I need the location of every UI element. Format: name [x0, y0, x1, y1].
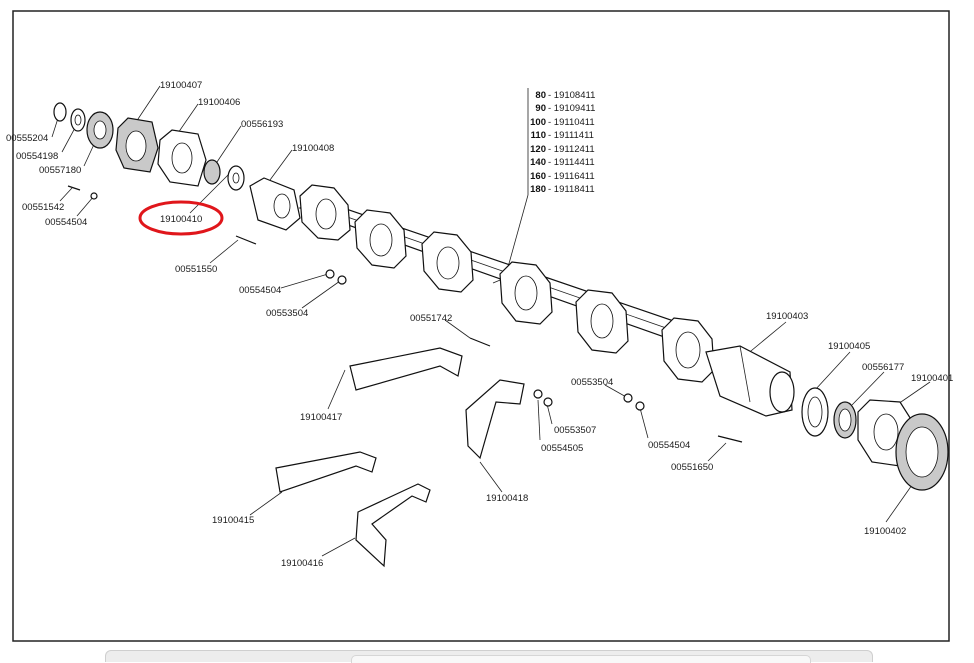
left-flange-hub	[249, 177, 301, 231]
part-label-00554504: 00554504	[239, 285, 281, 296]
washer	[70, 108, 86, 132]
horizontal-scrollbar[interactable]	[105, 650, 873, 663]
size-value: 140	[530, 157, 546, 168]
bearing-housing-left	[157, 129, 207, 187]
part-labels: 00555204 00554198 00557180 00551542 0055…	[6, 80, 953, 569]
part-label-00556193: 00556193	[241, 119, 283, 130]
oil-seal	[833, 401, 857, 439]
scrollbar-thumb[interactable]	[351, 655, 811, 663]
size-code: - 19108411	[548, 90, 595, 101]
shaft-flange	[575, 289, 629, 354]
diagram-frame	[12, 10, 950, 642]
part-label-00553504: 00553504	[571, 377, 613, 388]
bolts-left	[67, 185, 347, 285]
part-label-19100401: 19100401	[911, 373, 953, 384]
shaft-flange	[299, 184, 351, 241]
shaft-flange	[499, 261, 553, 325]
part-label-00553507: 00553507	[554, 425, 596, 436]
size-code: - 19112411	[548, 144, 595, 155]
part-label-00551542: 00551542	[22, 202, 64, 213]
blade-19100418	[465, 379, 525, 460]
part-label-00555204: 00555204	[6, 133, 48, 144]
part-label-00551550: 00551550	[175, 264, 217, 275]
part-label-00551650: 00551650	[671, 462, 713, 473]
spacer-washer	[227, 165, 245, 191]
bearing-ring	[203, 159, 221, 185]
blade-19100415	[275, 451, 377, 493]
size-code: - 19116411	[548, 171, 595, 182]
part-label-00556177: 00556177	[862, 362, 904, 373]
gasket-right	[895, 413, 949, 491]
part-label-19100406: 19100406	[198, 97, 240, 108]
drive-hub	[705, 345, 795, 417]
size-value: 110	[531, 130, 546, 141]
bolts-center	[469, 337, 743, 443]
bearing-left	[86, 111, 114, 149]
part-label-19100405: 19100405	[828, 341, 870, 352]
highlight-circle	[138, 200, 224, 236]
part-label-19100408: 19100408	[292, 143, 334, 154]
part-label-19100415: 19100415	[212, 515, 254, 526]
part-label-19100407: 19100407	[160, 80, 202, 91]
size-value: 180	[530, 184, 546, 195]
size-code: - 19111411	[548, 130, 594, 141]
size-code: - 19118411	[548, 184, 595, 195]
part-label-00554198: 00554198	[16, 151, 58, 162]
part-label-00554504: 00554504	[45, 217, 87, 228]
size-value: 120	[530, 144, 546, 155]
part-label-19100403: 19100403	[766, 311, 808, 322]
shaft-flange	[421, 231, 474, 293]
size-table: 80 - 19108411 90 - 19109411 100 - 191104…	[530, 90, 595, 195]
part-label-00553504: 00553504	[266, 308, 308, 319]
size-code: - 19114411	[548, 157, 595, 168]
size-value: 90	[535, 103, 546, 114]
circlip	[53, 102, 67, 122]
blade-19100417	[349, 347, 463, 391]
blade-19100416	[355, 483, 431, 568]
part-label-19100402: 19100402	[864, 526, 906, 537]
shaft-flange	[661, 317, 715, 383]
part-label-19100418: 19100418	[486, 493, 528, 504]
part-label-19100410: 19100410	[160, 214, 202, 225]
size-code: - 19109411	[548, 103, 595, 114]
size-value: 160	[530, 171, 546, 182]
shaft-flange	[354, 209, 407, 269]
size-value: 100	[530, 117, 546, 128]
part-label-00551742: 00551742	[410, 313, 452, 324]
part-label-00557180: 00557180	[39, 165, 81, 176]
size-value: 80	[535, 90, 546, 101]
part-label-00554504: 00554504	[648, 440, 690, 451]
gasket-left	[115, 117, 159, 173]
size-code: - 19110411	[548, 117, 595, 128]
part-label-19100417: 19100417	[300, 412, 342, 423]
part-label-00554505: 00554505	[541, 443, 583, 454]
part-label-19100416: 19100416	[281, 558, 323, 569]
seal-ring	[801, 387, 829, 437]
